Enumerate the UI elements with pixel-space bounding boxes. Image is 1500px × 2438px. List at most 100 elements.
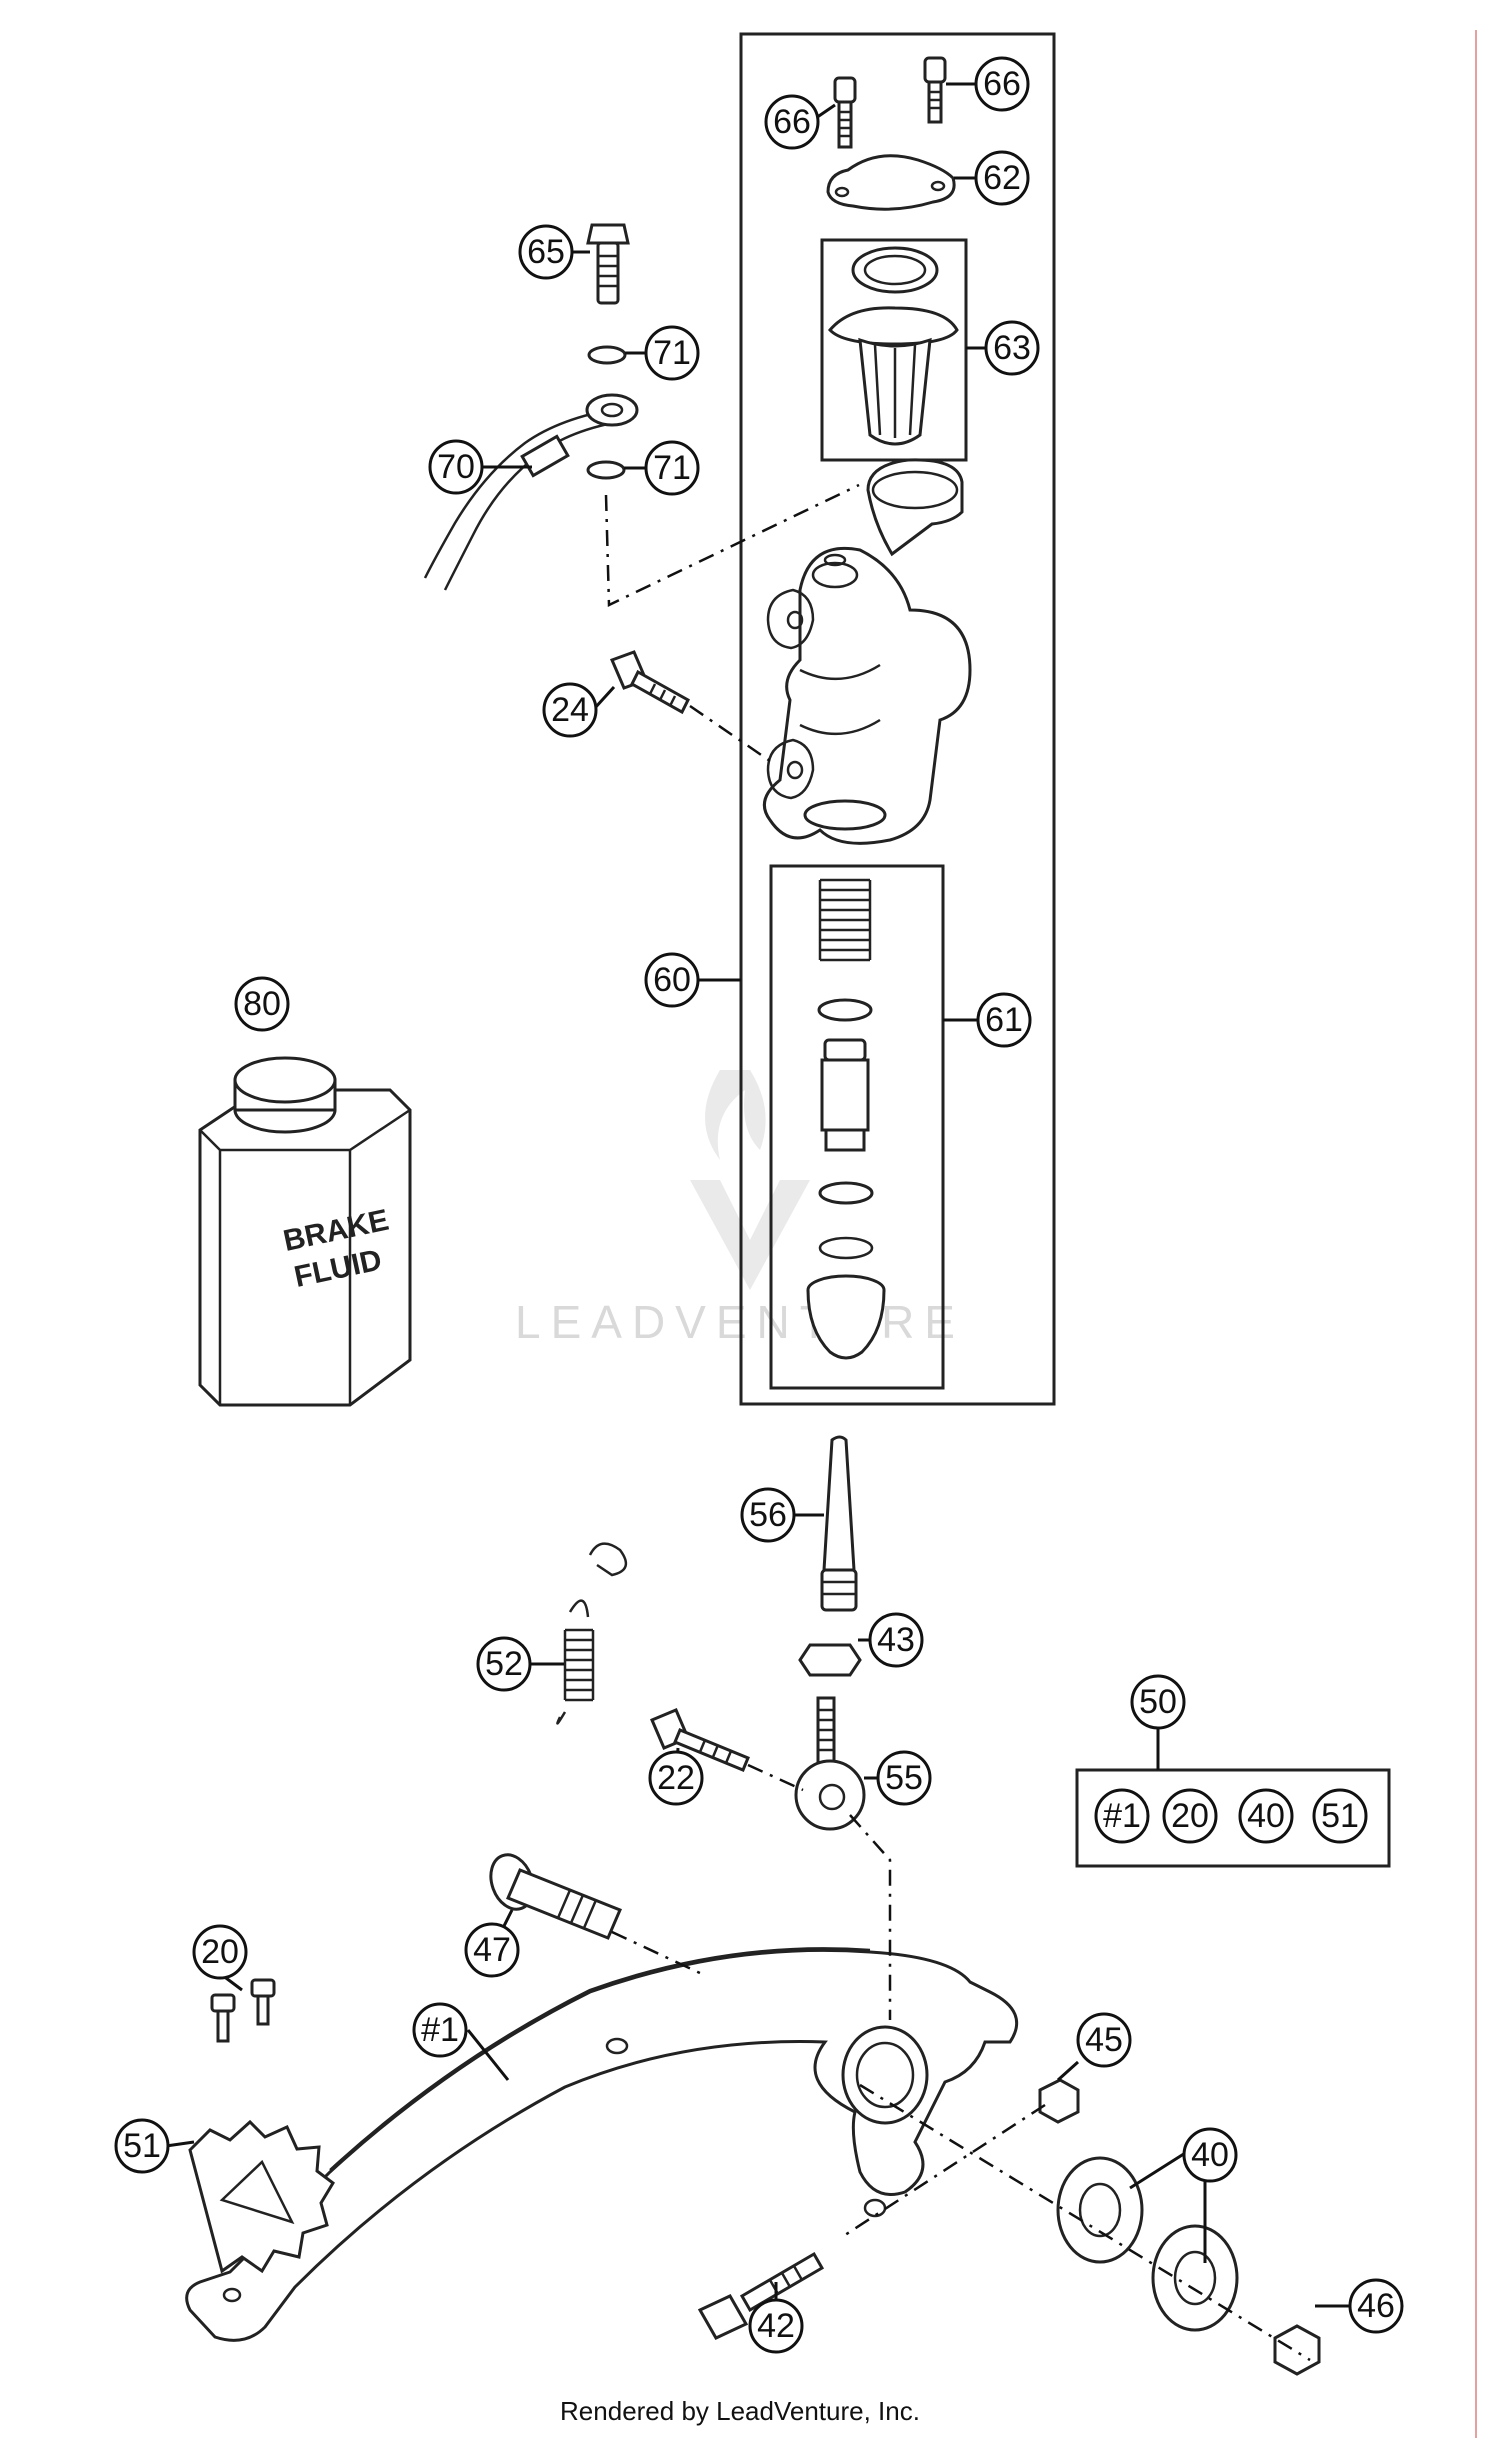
- brake-fluid-bottle-80: [198, 1056, 412, 1407]
- callout-1: #1: [412, 2002, 468, 2058]
- callout-51: 51: [114, 2118, 170, 2174]
- svg-text:66: 66: [773, 103, 811, 141]
- svg-text:71: 71: [653, 334, 691, 372]
- reservoir-insert-63: [828, 246, 959, 446]
- callout-63: 63: [984, 320, 1040, 376]
- pivot-bolt-47: [489, 1853, 622, 1940]
- reservoir-cover-62: [826, 154, 956, 211]
- brake-pedal-1: [185, 1947, 1019, 2342]
- svg-text:43: 43: [877, 1621, 915, 1659]
- svg-text:56: 56: [749, 1496, 787, 1534]
- svg-text:47: 47: [473, 1931, 511, 1969]
- svg-text:46: 46: [1357, 2287, 1395, 2325]
- master-cylinder-body: [762, 458, 972, 845]
- svg-text:20: 20: [201, 1933, 239, 1971]
- callout-71-top: 71: [644, 325, 700, 381]
- assembly-line-bolt24: [689, 704, 771, 763]
- reservoir-kit-box: [820, 238, 968, 462]
- mounting-bolt-24: [609, 650, 690, 715]
- seal-ring-upper: [817, 998, 873, 1022]
- assembly-line-nut45: [844, 2103, 1046, 2237]
- circlip: [818, 1236, 874, 1260]
- callout-62: 62: [974, 150, 1030, 206]
- callout-47: 47: [464, 1922, 520, 1978]
- leader-45: [1056, 2060, 1080, 2082]
- callout-65: 65: [518, 224, 574, 280]
- callout-24: 24: [542, 682, 598, 738]
- svg-text:70: 70: [437, 448, 475, 486]
- svg-text:20: 20: [1171, 1797, 1209, 1835]
- callout-71-bottom: 71: [644, 440, 700, 496]
- brake-pedal-kit-box: [1075, 1768, 1391, 1868]
- callout-42: 42: [748, 2298, 804, 2354]
- piston: [820, 1038, 870, 1152]
- callout-43: 43: [868, 1612, 924, 1668]
- screws-20: [210, 1978, 276, 2043]
- copper-washer-71-top: [587, 345, 627, 365]
- callout-50-kit-20: 20: [1162, 1788, 1218, 1844]
- rod-end-55: [794, 1696, 866, 1831]
- return-spring-52: [556, 1542, 628, 1725]
- svg-text:52: 52: [485, 1645, 523, 1683]
- seal-ring-lower: [818, 1181, 874, 1205]
- callout-20: 20: [192, 1924, 248, 1980]
- callout-55: 55: [876, 1750, 932, 1806]
- callout-40: 40: [1182, 2127, 1238, 2183]
- svg-text:65: 65: [527, 233, 565, 271]
- assembly-line-hose: [604, 483, 860, 607]
- callout-56: 56: [740, 1487, 796, 1543]
- dust-boot: [806, 1274, 886, 1360]
- assembly-line-bolt47: [611, 1930, 703, 1976]
- leader-51: [165, 2140, 195, 2148]
- callout-50: 50: [1130, 1674, 1186, 1730]
- screw-66-left: [833, 76, 857, 149]
- svg-text:22: 22: [657, 1759, 695, 1797]
- callout-52: 52: [476, 1636, 532, 1692]
- svg-text:71: 71: [653, 449, 691, 487]
- leader-1: [466, 2029, 510, 2081]
- svg-text:45: 45: [1085, 2021, 1123, 2059]
- bolt-42: [697, 2251, 825, 2340]
- svg-text:#1: #1: [421, 2011, 459, 2049]
- callout-80: 80: [234, 976, 290, 1032]
- svg-text:61: 61: [985, 1001, 1023, 1039]
- piston-kit-box: [769, 864, 945, 1390]
- nut-43: [798, 1643, 862, 1677]
- svg-text:63: 63: [993, 329, 1031, 367]
- bolt-22: [650, 1708, 750, 1772]
- svg-text:60: 60: [653, 961, 691, 999]
- callout-50-kit-40: 40: [1238, 1788, 1294, 1844]
- master-cylinder-group-box: [739, 32, 1056, 1406]
- callout-22: 22: [648, 1750, 704, 1806]
- svg-text:62: 62: [983, 159, 1021, 197]
- svg-text:24: 24: [551, 691, 589, 729]
- leader-24: [592, 685, 616, 711]
- svg-text:40: 40: [1191, 2136, 1229, 2174]
- svg-text:51: 51: [1321, 1797, 1359, 1835]
- callout-70: 70: [428, 439, 484, 495]
- render-credit: Rendered by LeadVenture, Inc.: [560, 2396, 920, 2426]
- push-rod-56: [820, 1435, 858, 1612]
- callout-66-right: 66: [974, 56, 1030, 112]
- watermark-logo: [690, 1070, 810, 1290]
- pedal-tip-51: [188, 2119, 335, 2274]
- svg-text:66: 66: [983, 65, 1021, 103]
- nut-46: [1273, 2324, 1321, 2376]
- bearings-40: [1056, 2156, 1239, 2332]
- svg-text:51: 51: [123, 2127, 161, 2165]
- screw-66-right: [923, 56, 947, 124]
- assembly-line-rod: [849, 1814, 892, 2020]
- svg-text:80: 80: [243, 985, 281, 1023]
- svg-text:42: 42: [757, 2307, 795, 2345]
- banjo-bolt-65: [586, 223, 630, 305]
- callout-46: 46: [1348, 2278, 1404, 2334]
- callout-45: 45: [1076, 2012, 1132, 2068]
- callout-50-kit-1: #1: [1094, 1788, 1150, 1844]
- svg-text:55: 55: [885, 1759, 923, 1797]
- svg-text:#1: #1: [1103, 1797, 1141, 1835]
- callout-50-kit-51: 51: [1312, 1788, 1368, 1844]
- assembly-line-bolt22: [747, 1763, 804, 1792]
- nut-45: [1038, 2078, 1080, 2124]
- callout-66-left: 66: [764, 94, 820, 150]
